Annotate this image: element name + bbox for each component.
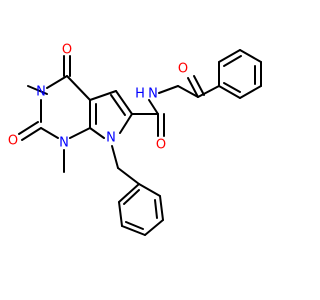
bond-c6-n7 xyxy=(119,113,133,134)
bond-ph1-c xyxy=(239,49,262,63)
molecule-diagram: O N O N N O N H O xyxy=(8,43,262,236)
oxygen-label-amide: O xyxy=(156,138,166,153)
bond-ph1-f xyxy=(218,85,241,99)
bond-ph2-a xyxy=(138,183,161,197)
bond-c5-c6 xyxy=(115,90,133,115)
bond-c2-o-double xyxy=(18,121,39,135)
nitrogen-label-n7: N xyxy=(106,131,116,146)
bond-ph2-e xyxy=(118,201,123,227)
nitrogen-label-n1: N xyxy=(59,136,69,151)
oxygen-label-c4: O xyxy=(62,43,72,58)
bond-c4a-c4 xyxy=(66,75,91,101)
bond-ketone-phenyl xyxy=(197,85,220,98)
oxygen-label-ketone: O xyxy=(178,62,188,77)
bond-ketone-o xyxy=(187,77,199,98)
bond-n3-methyl xyxy=(27,85,48,95)
bond-ph1-e xyxy=(239,85,262,99)
bond-n7-c7a xyxy=(89,127,105,139)
bond-n-ch2 xyxy=(158,85,179,94)
bond-ph1-b xyxy=(218,49,241,63)
bond-c2-n1 xyxy=(40,127,59,139)
bond-ph2-d2 xyxy=(125,221,144,230)
bond-ph2-b xyxy=(159,195,164,221)
bond-ph2-b2 xyxy=(154,199,158,219)
bond-ph2-d xyxy=(121,225,146,236)
nitrogen-label-n3: N xyxy=(36,85,46,100)
bond-c2-o xyxy=(21,127,42,141)
bond-amide-c-n xyxy=(148,99,159,115)
bond-ketone-o-double xyxy=(193,75,205,96)
bond-ch2-phenyl xyxy=(117,167,140,185)
atom-labels: O N O N N O N H O xyxy=(8,43,188,153)
bond-ph2-f2 xyxy=(123,189,140,205)
bond-ph2-f xyxy=(118,183,140,203)
bond-c5-c6-double xyxy=(110,94,126,116)
bond-n7-ch2 xyxy=(111,145,119,169)
hydrogen-label-amide: H xyxy=(135,87,145,102)
oxygen-label-c2: O xyxy=(8,134,18,149)
bond-c4a-c5 xyxy=(89,90,117,101)
bond-n1-c7a xyxy=(69,127,91,139)
bond-ph1-f2 xyxy=(223,82,241,93)
bonds xyxy=(18,49,262,236)
bond-ph2-c xyxy=(144,219,164,236)
bond-c4-n3 xyxy=(46,75,68,89)
bond-ch2-ketone xyxy=(177,85,199,98)
nitrogen-label-amide: N xyxy=(148,87,158,102)
bond-ph1-b2 xyxy=(223,55,242,67)
